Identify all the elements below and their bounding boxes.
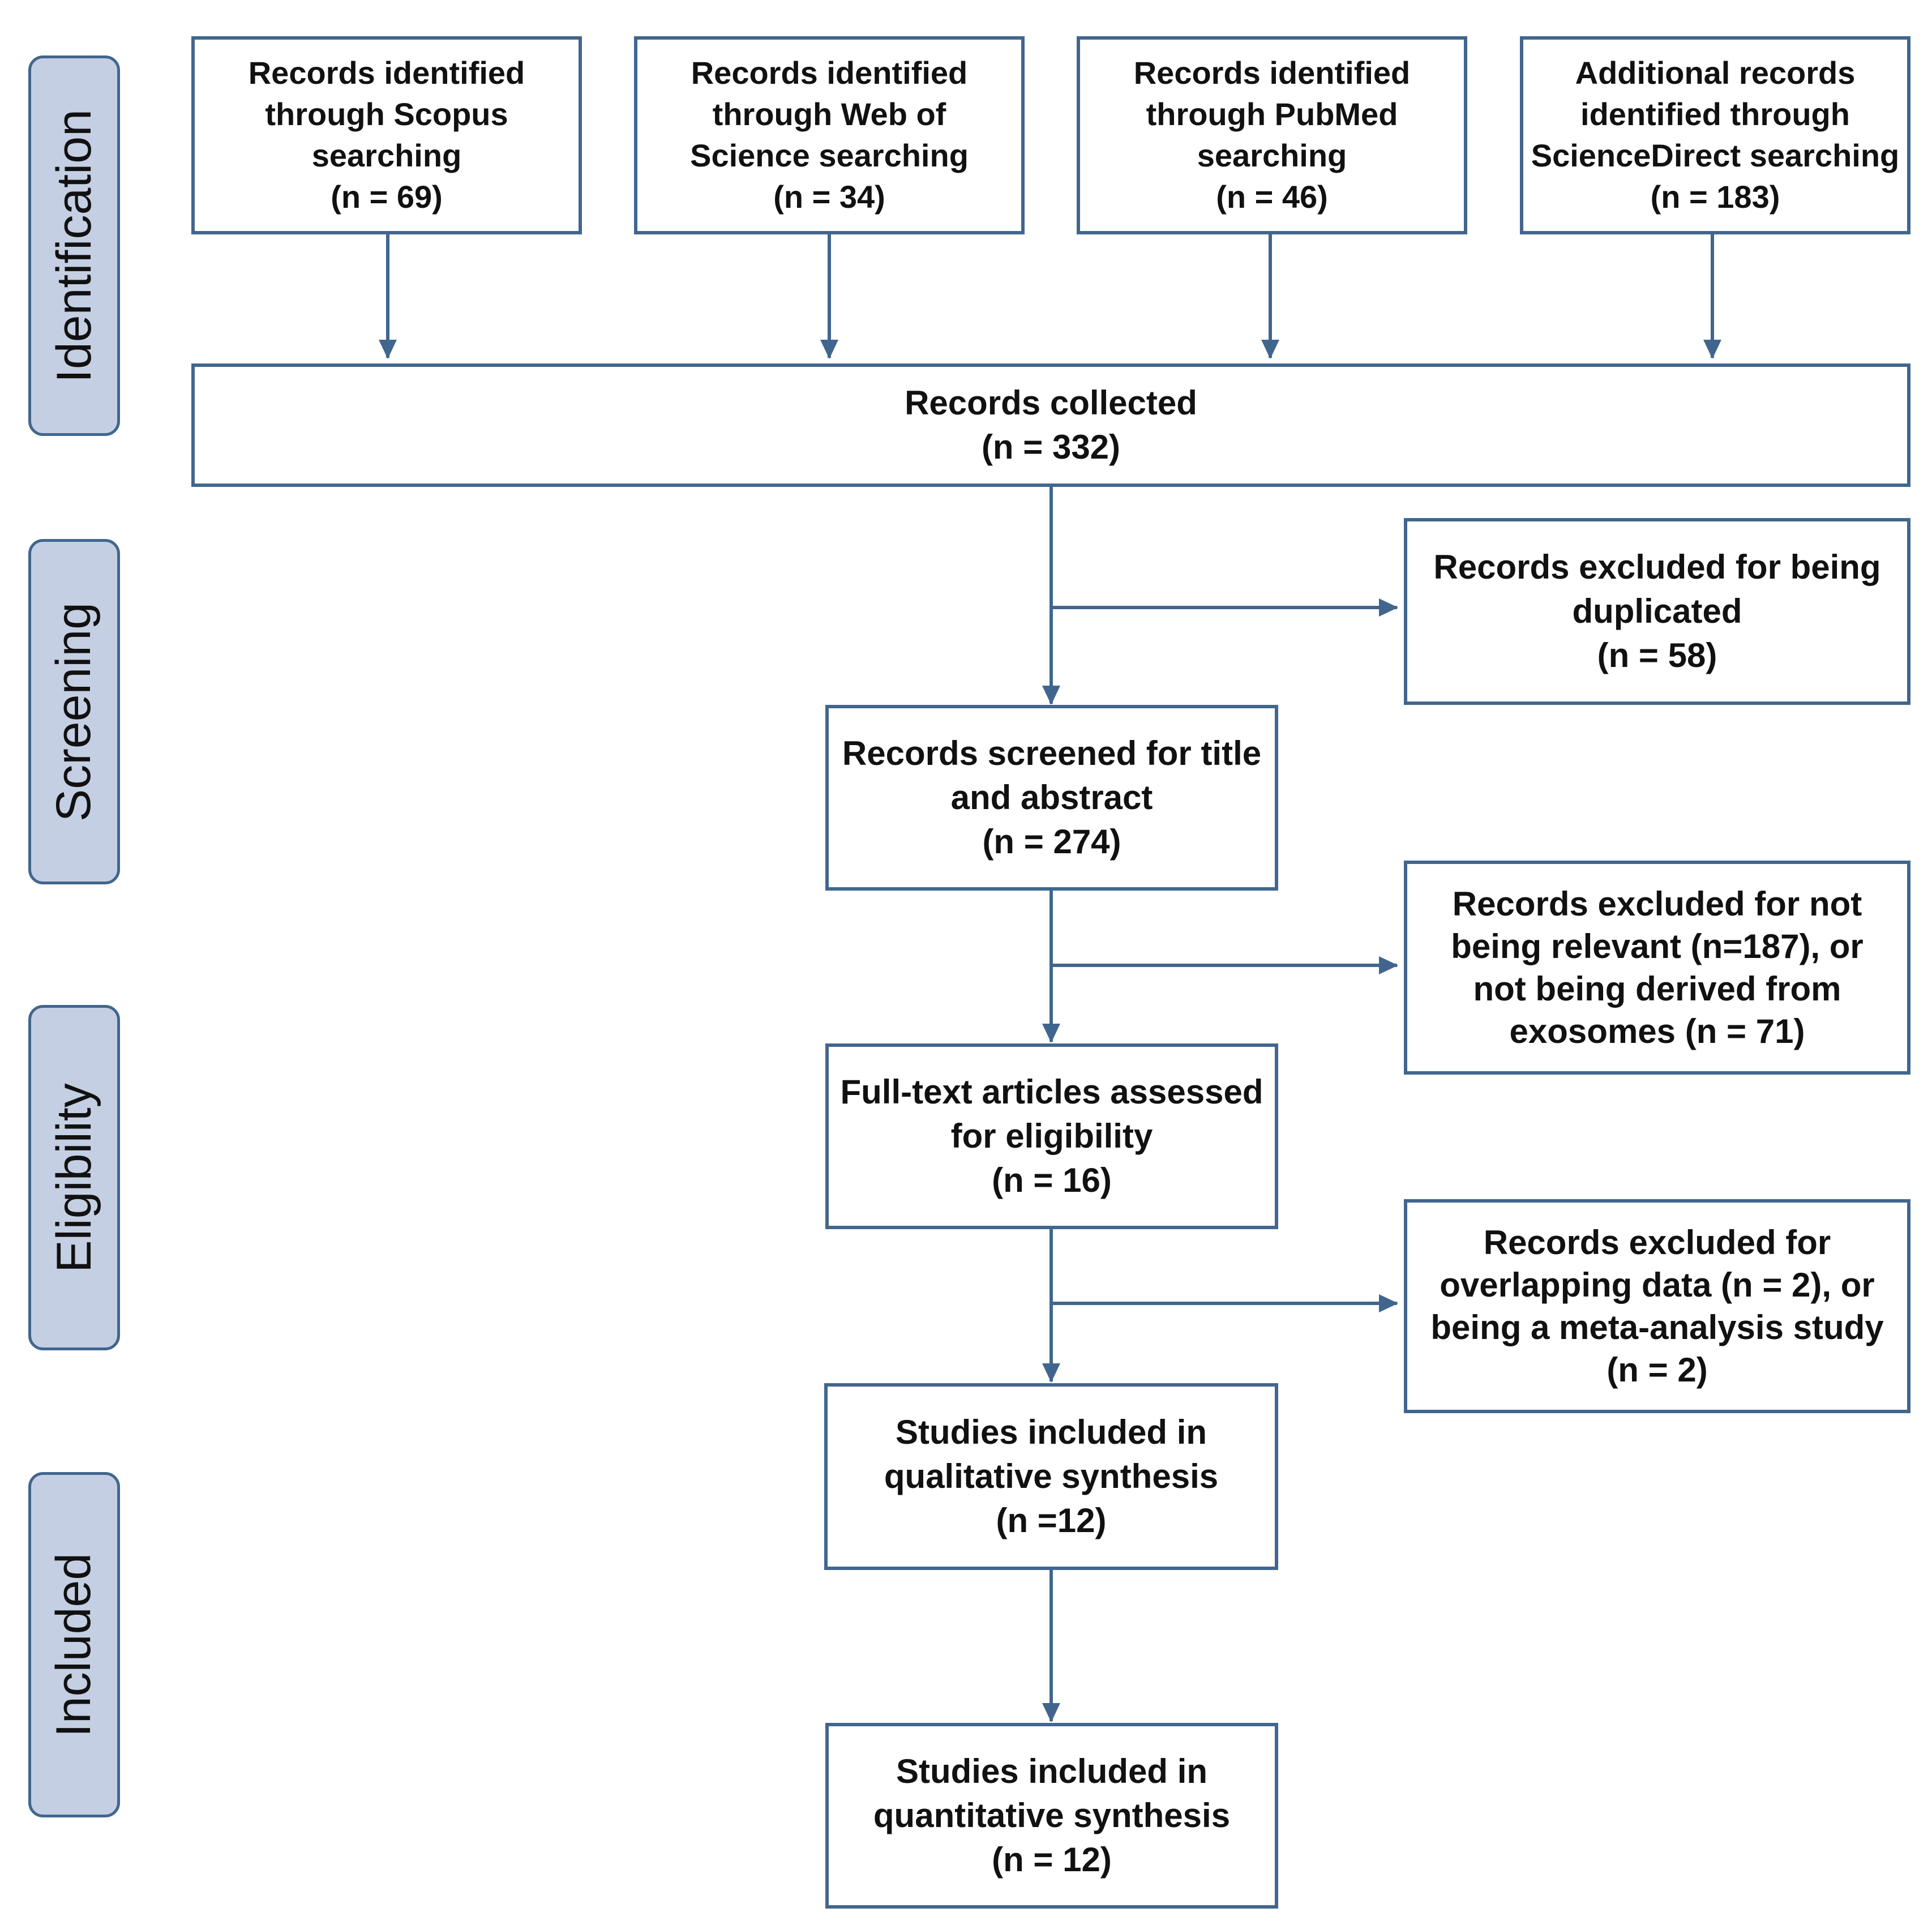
box-web-of-science-count: (n = 34)	[773, 178, 885, 215]
box-pubmed-count: (n = 46)	[1216, 178, 1328, 215]
box-excluded-overlap: Records excluded for overlapping data (n…	[1404, 1199, 1910, 1413]
box-excluded-duplicates-label: Records excluded for being duplicated	[1433, 548, 1881, 630]
phase-screening-label: Screening	[46, 602, 101, 822]
box-sciencedirect: Additional records identified through Sc…	[1520, 36, 1910, 234]
box-records-screened-count: (n = 274)	[982, 823, 1121, 861]
box-records-screened: Records screened for title and abstract …	[825, 705, 1278, 891]
box-records-collected: Records collected (n = 332)	[191, 363, 1910, 487]
phase-included-label: Included	[46, 1552, 101, 1737]
phase-eligibility: Eligibility	[28, 1005, 120, 1350]
box-sciencedirect-count: (n = 183)	[1650, 178, 1780, 215]
box-sciencedirect-label: Additional records identified through Sc…	[1531, 55, 1900, 173]
phase-identification-label: Identification	[46, 109, 101, 383]
phase-screening: Screening	[28, 539, 120, 884]
box-excluded-overlap-count: (n = 2)	[1607, 1351, 1708, 1389]
box-qualitative-synthesis-count: (n =12)	[996, 1502, 1107, 1539]
box-records-collected-count: (n = 332)	[981, 428, 1121, 466]
box-quantitative-synthesis-count: (n = 12)	[992, 1841, 1112, 1879]
box-pubmed-label: Records identified through PubMed search…	[1133, 55, 1411, 173]
box-fulltext-assessed-count: (n = 16)	[992, 1161, 1112, 1199]
box-web-of-science: Records identified through Web of Scienc…	[634, 36, 1025, 234]
box-fulltext-assessed: Full-text articles assessed for eligibil…	[825, 1043, 1278, 1229]
box-excluded-duplicates: Records excluded for being duplicated (n…	[1404, 518, 1910, 705]
box-pubmed: Records identified through PubMed search…	[1077, 36, 1467, 234]
box-scopus-count: (n = 69)	[331, 178, 443, 215]
box-qualitative-synthesis-label: Studies included in qualitative synthesi…	[884, 1413, 1219, 1495]
box-web-of-science-label: Records identified through Web of Scienc…	[690, 55, 969, 173]
box-scopus: Records identified through Scopus search…	[191, 36, 582, 234]
box-qualitative-synthesis: Studies included in qualitative synthesi…	[824, 1383, 1278, 1570]
phase-identification: Identification	[28, 55, 120, 436]
box-quantitative-synthesis-label: Studies included in quantitative synthes…	[873, 1752, 1231, 1834]
box-scopus-label: Records identified through Scopus search…	[248, 55, 525, 173]
box-records-collected-label: Records collected	[905, 384, 1197, 422]
box-excluded-duplicates-count: (n = 58)	[1597, 636, 1717, 674]
box-excluded-relevance: Records excluded for not being relevant …	[1404, 861, 1910, 1075]
box-fulltext-assessed-label: Full-text articles assessed for eligibil…	[840, 1073, 1263, 1155]
box-excluded-relevance-label: Records excluded for not being relevant …	[1451, 885, 1864, 1050]
phase-included: Included	[28, 1472, 120, 1817]
box-quantitative-synthesis: Studies included in quantitative synthes…	[825, 1723, 1278, 1909]
box-records-screened-label: Records screened for title and abstract	[842, 734, 1262, 816]
box-excluded-overlap-label: Records excluded for overlapping data (n…	[1430, 1224, 1884, 1346]
phase-eligibility-label: Eligibility	[46, 1083, 101, 1273]
